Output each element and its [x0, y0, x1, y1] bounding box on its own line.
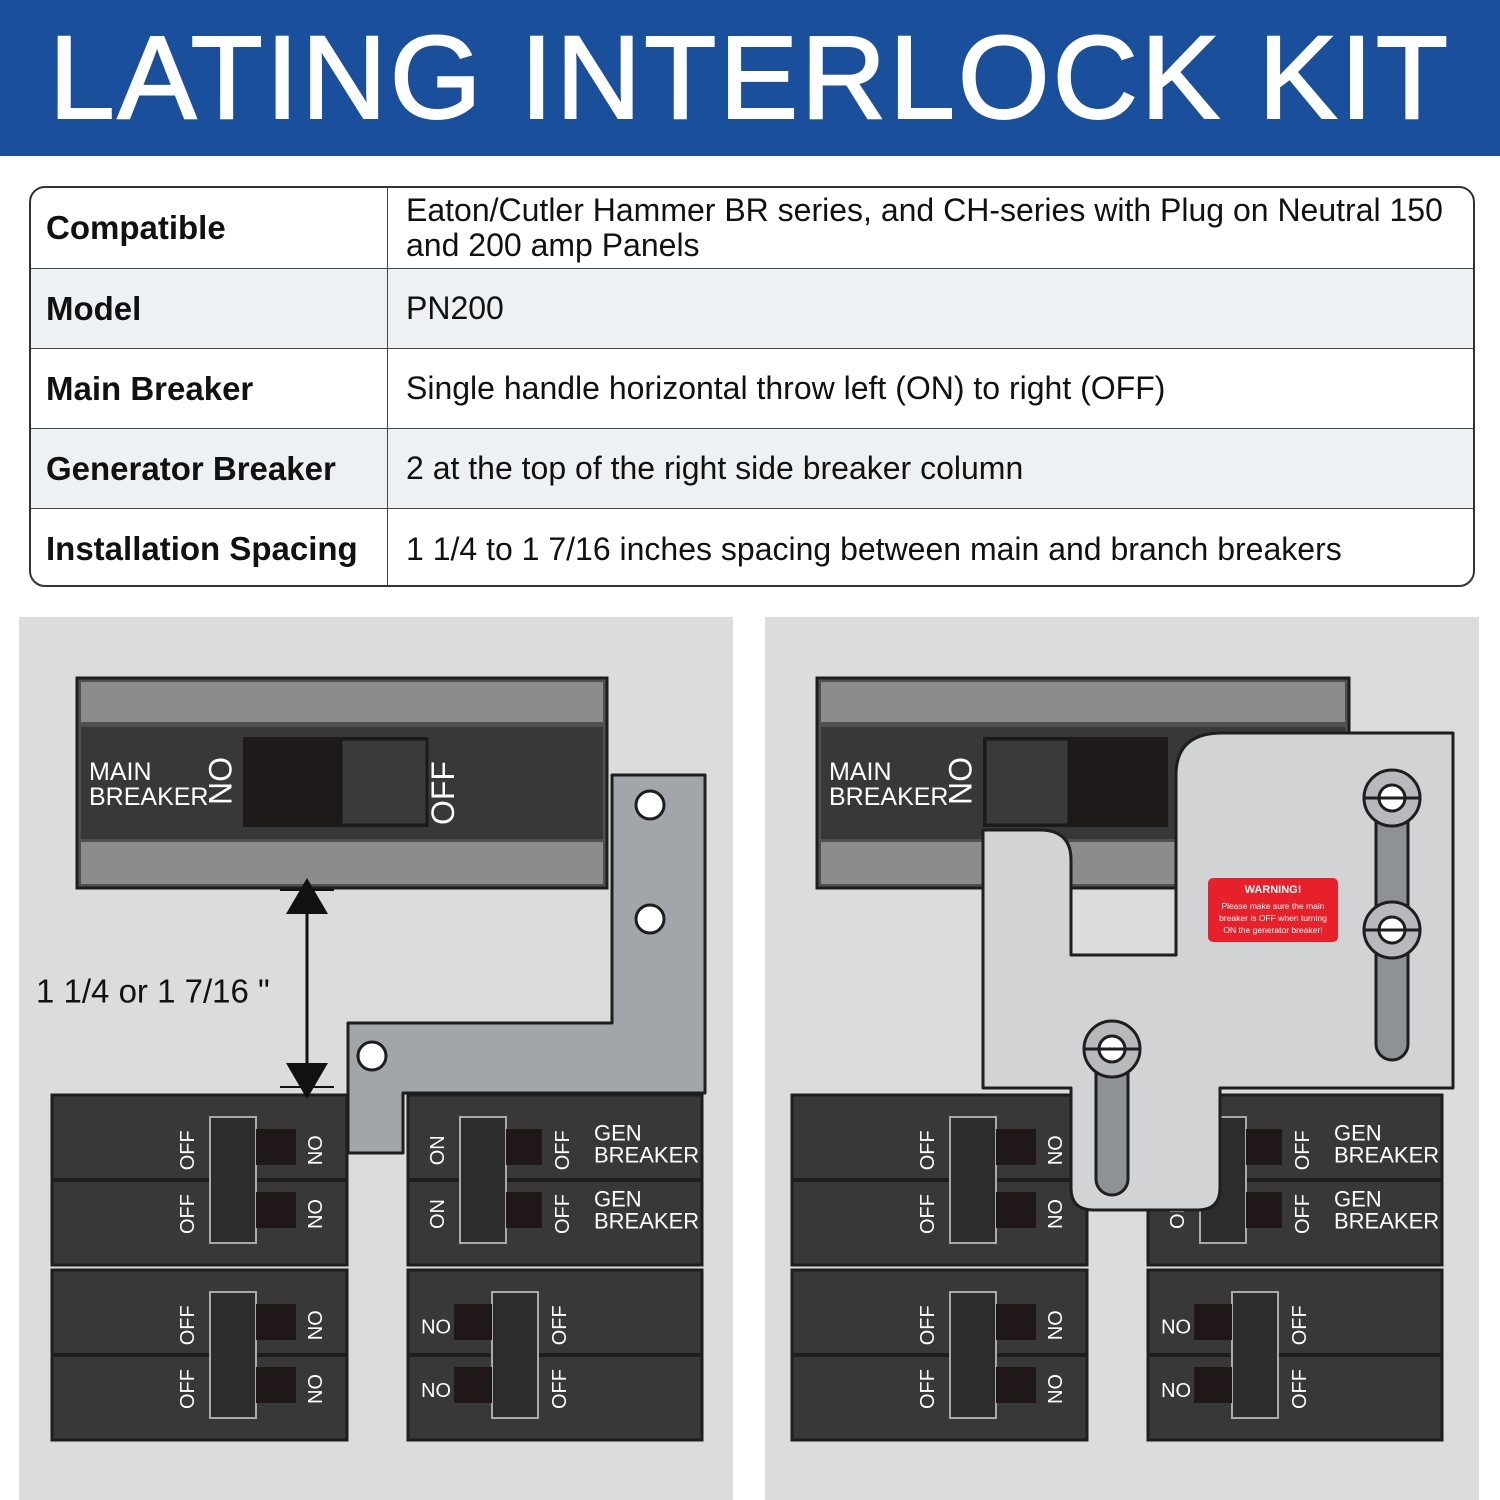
- gen-breaker-label-line2: BREAKER: [1334, 1143, 1439, 1168]
- spec-table: Compatible Eaton/Cutler Hammer BR series…: [29, 186, 1475, 587]
- tandem-handle: [949, 1116, 997, 1244]
- off-label: OFF: [177, 1305, 199, 1345]
- gen-breaker-label-line1: GEN: [594, 1187, 642, 1212]
- main-off-label: OFF: [425, 761, 461, 825]
- gen-breaker-label-line2: BREAKER: [594, 1143, 699, 1168]
- interlock-plate-flat: [346, 773, 707, 1155]
- spec-label-compatible: Compatible: [31, 188, 388, 269]
- off-label: OFF: [177, 1130, 199, 1170]
- main-breaker-top-rail: [81, 682, 603, 722]
- mounting-hole: [634, 789, 666, 821]
- on-label-inverted: ON: [1161, 1378, 1191, 1400]
- off-label: OFF: [552, 1130, 574, 1170]
- switch-paddle: [454, 1367, 492, 1403]
- main-on-label: ON: [942, 757, 978, 805]
- off-label: OFF: [549, 1305, 571, 1345]
- on-label: ON: [1043, 1374, 1065, 1404]
- page-title: LATING INTERLOCK KIT: [48, 12, 1451, 144]
- spec-value-main-breaker: Single handle horizontal throw left (ON)…: [388, 349, 1473, 429]
- off-label: OFF: [917, 1194, 939, 1234]
- on-label: ON: [303, 1199, 325, 1229]
- warning-text-line: ON the generator breaker!: [1223, 925, 1322, 935]
- main-breaker-label-line2: BREAKER: [89, 783, 208, 811]
- switch-paddle: [256, 1367, 296, 1403]
- spec-label-main-breaker: Main Breaker: [31, 349, 388, 429]
- switch-paddle: [256, 1192, 296, 1228]
- spec-label-generator-breaker: Generator Breaker: [31, 429, 388, 509]
- gen-breaker-label-line2: BREAKER: [1334, 1209, 1439, 1234]
- switch-paddle: [506, 1192, 542, 1228]
- gen-breaker-label-line2: BREAKER: [594, 1209, 699, 1234]
- on-label: ON: [1043, 1199, 1065, 1229]
- warning-label: [1208, 878, 1338, 942]
- on-label-inverted: ON: [1161, 1314, 1191, 1336]
- right-diagram: MAINBREAKERONOFFOFFONONOFFOFFONONONONOFF…: [790, 676, 1455, 1442]
- mounting-hole: [634, 903, 666, 935]
- on-label: ON: [1043, 1135, 1065, 1165]
- switch-paddle: [1194, 1367, 1232, 1403]
- tandem-handle: [209, 1291, 257, 1419]
- spec-value-model: PN200: [388, 269, 1473, 349]
- switch-paddle: [996, 1192, 1036, 1228]
- spacing-dimension-label: 1 1/4 or 1 7/16 ": [36, 973, 270, 1010]
- off-label: OFF: [1289, 1305, 1311, 1345]
- tandem-handle: [209, 1116, 257, 1244]
- spec-label-installation-spacing: Installation Spacing: [31, 509, 388, 585]
- spec-value-generator-breaker: 2 at the top of the right side breaker c…: [388, 429, 1473, 509]
- spec-value-compatible: Eaton/Cutler Hammer BR series, and CH-se…: [388, 188, 1473, 269]
- title-banner: LATING INTERLOCK KIT: [0, 0, 1500, 156]
- gen-breaker-label-line1: GEN: [1334, 1121, 1382, 1146]
- off-label: OFF: [917, 1130, 939, 1170]
- switch-paddle: [454, 1304, 492, 1340]
- off-label: OFF: [549, 1369, 571, 1409]
- main-breaker-label-line2: BREAKER: [829, 783, 948, 811]
- off-label: OFF: [177, 1369, 199, 1409]
- tandem-handle: [459, 1116, 507, 1244]
- on-label: ON: [1043, 1310, 1065, 1340]
- tandem-handle: [491, 1291, 539, 1419]
- off-label: OFF: [552, 1194, 574, 1234]
- spec-value-installation-spacing: 1 1/4 to 1 7/16 inches spacing between m…: [406, 530, 1342, 567]
- on-label: ON: [303, 1374, 325, 1404]
- on-label: ON: [303, 1310, 325, 1340]
- gen-breaker-label-line1: GEN: [1334, 1187, 1382, 1212]
- on-label-inverted: ON: [421, 1314, 451, 1336]
- on-label: ON: [427, 1199, 449, 1229]
- switch-paddle: [996, 1129, 1036, 1165]
- switch-paddle: [256, 1129, 296, 1165]
- off-label: OFF: [917, 1369, 939, 1409]
- off-label: OFF: [917, 1305, 939, 1345]
- main-breaker-bottom-rail: [81, 842, 603, 884]
- main-breaker-label-line1: MAIN: [89, 758, 152, 786]
- off-label: OFF: [1292, 1194, 1314, 1234]
- switch-paddle: [996, 1367, 1036, 1403]
- off-label: OFF: [1292, 1130, 1314, 1170]
- on-label: ON: [427, 1135, 449, 1165]
- off-label: OFF: [177, 1194, 199, 1234]
- main-breaker-label-line1: MAIN: [829, 758, 892, 786]
- main-on-label: ON: [202, 757, 238, 805]
- gen-breaker-label-line1: GEN: [594, 1121, 642, 1146]
- warning-title: WARNING!: [1245, 884, 1302, 896]
- on-label-inverted: ON: [421, 1378, 451, 1400]
- switch-paddle: [506, 1129, 542, 1165]
- main-switch-handle: [339, 737, 429, 827]
- switch-paddle: [1246, 1129, 1282, 1165]
- tandem-handle: [949, 1291, 997, 1419]
- on-label: ON: [303, 1135, 325, 1165]
- switch-paddle: [256, 1304, 296, 1340]
- mounting-hole: [356, 1040, 388, 1072]
- switch-paddle: [1246, 1192, 1282, 1228]
- warning-text-line: breaker is OFF when turning: [1219, 913, 1327, 923]
- switch-paddle: [1194, 1304, 1232, 1340]
- switch-paddle: [996, 1304, 1036, 1340]
- off-label: OFF: [1289, 1369, 1311, 1409]
- tandem-handle: [1231, 1291, 1279, 1419]
- warning-text-line: Please make sure the main: [1222, 901, 1325, 911]
- main-breaker-top-rail: [821, 682, 1345, 722]
- spec-label-model: Model: [31, 269, 388, 349]
- main-switch-handle: [983, 737, 1071, 827]
